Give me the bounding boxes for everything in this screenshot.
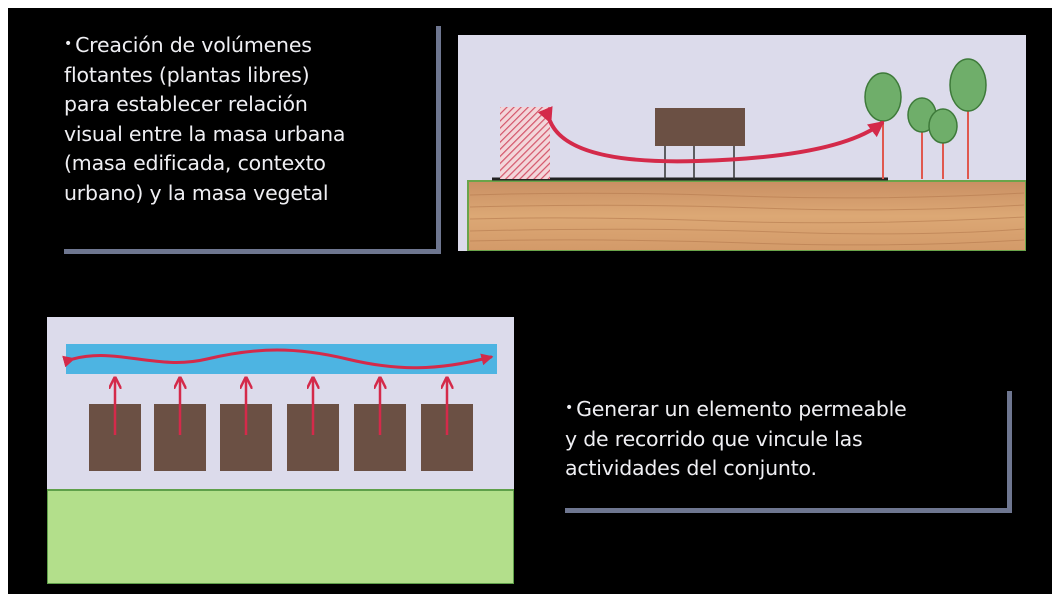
bottom-line-3: actividades del conjunto. <box>565 456 817 480</box>
floating-volume <box>655 108 745 146</box>
top-frame-horizontal <box>64 249 441 254</box>
tree-icon <box>928 108 958 144</box>
bottom-frame-vertical <box>1007 391 1012 513</box>
bottom-frame-horizontal <box>565 508 1012 513</box>
slide-stage: •Creación de volúmenes flotantes (planta… <box>8 8 1052 594</box>
tree-icon <box>949 58 987 112</box>
bottom-line-1: •Generar un elemento permeable <box>565 394 1005 425</box>
top-line-5: (masa edificada, contexto <box>64 151 326 175</box>
tree-group <box>864 58 987 179</box>
section-diagram <box>458 35 1026 251</box>
top-text-line: Creación de volúmenes <box>75 33 312 57</box>
tree-icon <box>864 72 902 122</box>
visual-relation-arrow-icon <box>537 106 885 164</box>
top-line-4: visual entre la masa urbana <box>64 121 346 146</box>
plan-diagram <box>47 317 514 584</box>
soil-block <box>467 180 1026 251</box>
top-line-3: para establecer relación <box>64 92 308 116</box>
top-line-1: •Creación de volúmenes <box>64 30 434 61</box>
top-frame-vertical <box>436 26 441 254</box>
bottom-text-block: •Generar un elemento permeable y de reco… <box>565 394 1005 484</box>
urban-mass-hatched-block <box>500 107 550 179</box>
top-line-2: flotantes (plantas libres) <box>64 62 310 87</box>
bullet-icon: • <box>565 400 574 416</box>
top-line-6: urbano) y la masa vegetal <box>64 180 329 205</box>
bottom-text-line: Generar un elemento permeable <box>576 397 907 421</box>
circulation-arrow-icon <box>62 348 494 370</box>
bullet-icon: • <box>64 36 73 52</box>
bottom-line-2: y de recorrido que vincule las <box>565 426 863 451</box>
top-text-block: •Creación de volúmenes flotantes (planta… <box>64 30 434 208</box>
green-area <box>47 489 514 584</box>
